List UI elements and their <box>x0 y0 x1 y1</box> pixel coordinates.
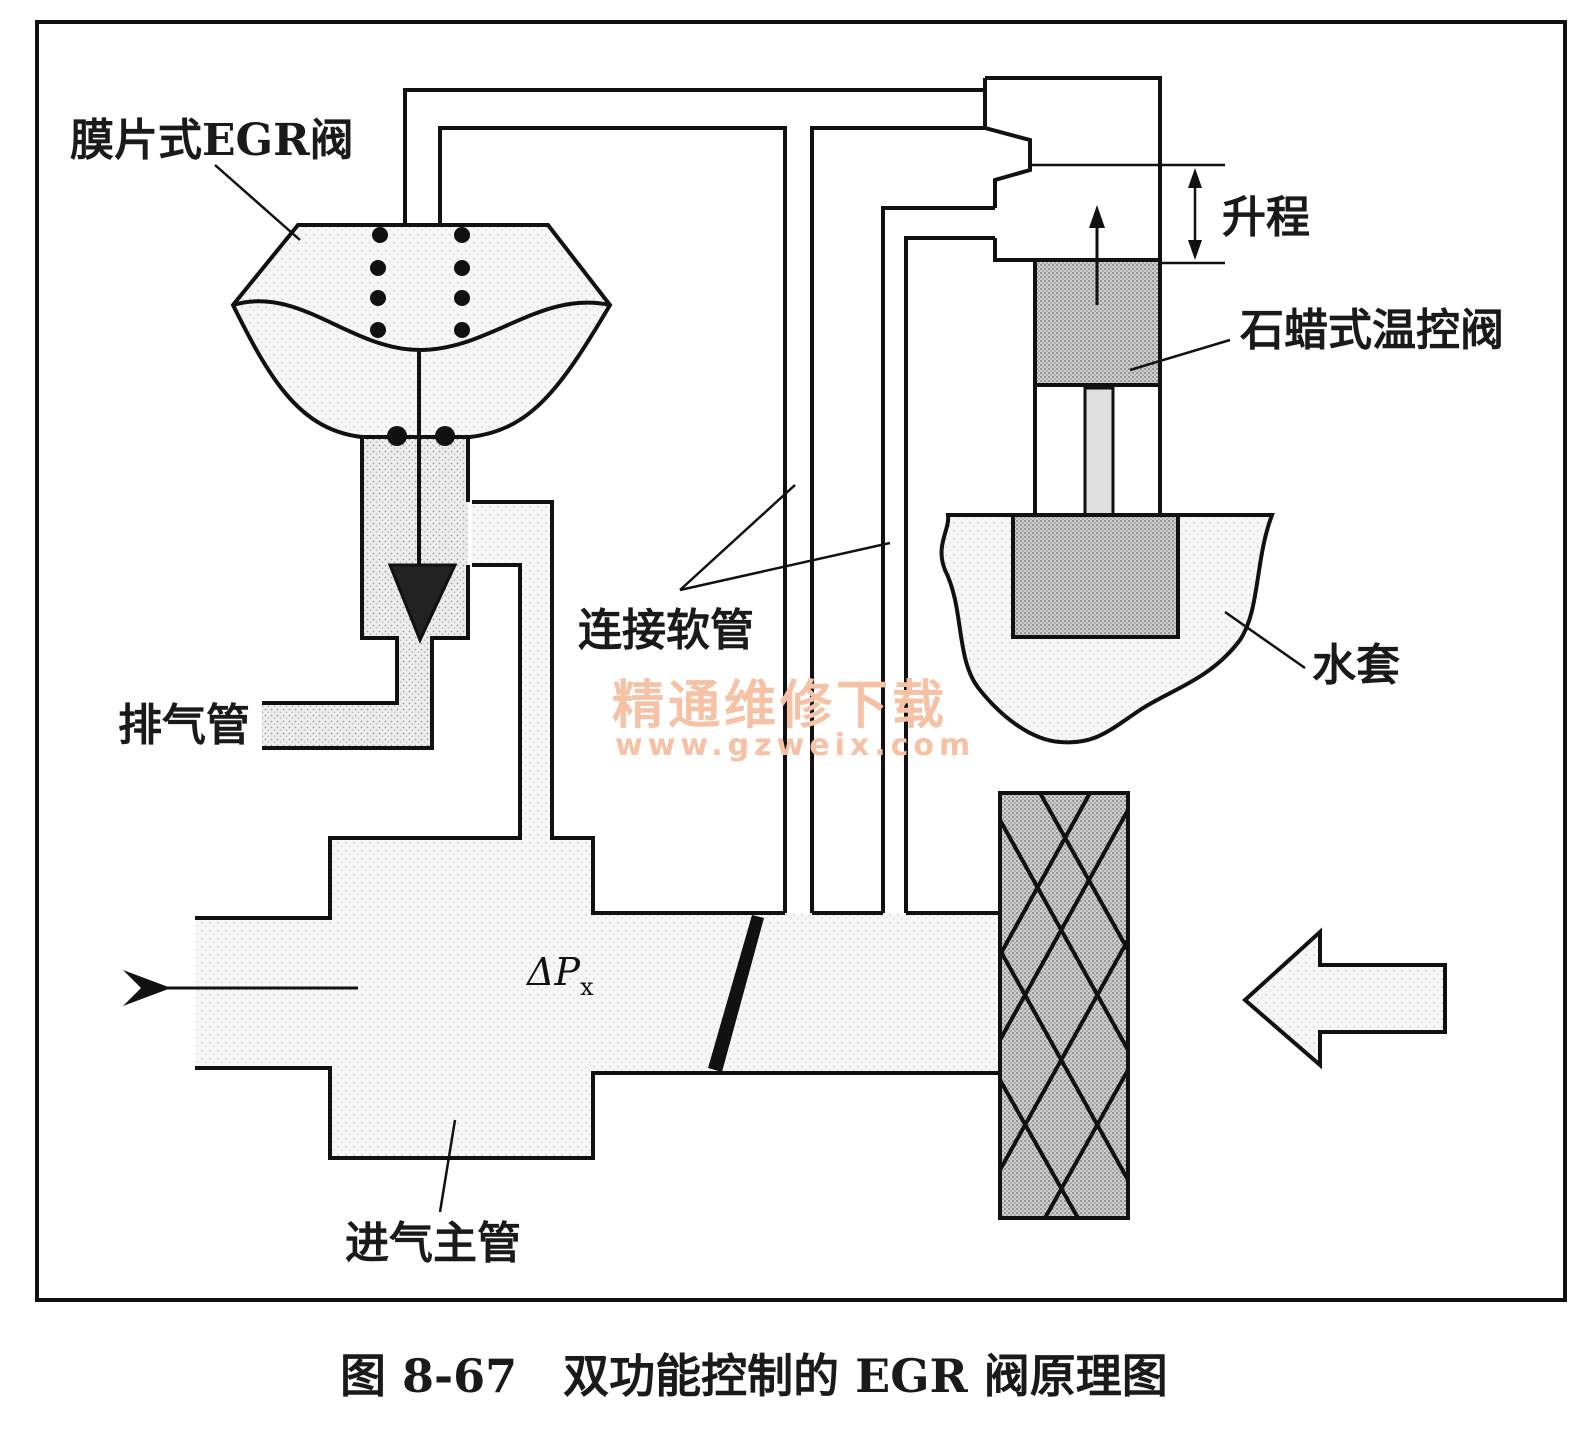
delta-p-sub: x <box>580 973 594 1001</box>
connecting-hose-1 <box>810 126 985 913</box>
label-wax-valve: 石蜡式温控阀 <box>1240 305 1504 356</box>
exhaust-pipe <box>262 437 468 748</box>
intake-manifold-lower-wall <box>195 1066 1000 1160</box>
wax-sensor-in-jacket <box>1011 513 1180 639</box>
leader-intake-manifold <box>438 1119 457 1213</box>
figure-caption: 图 8-67 双功能控制的 EGR 阀原理图 <box>340 1349 1168 1403</box>
label-egr-valve: 膜片式EGR阀 <box>70 115 354 166</box>
intake-manifold-upper-wall <box>195 563 522 920</box>
intake-airflow-arrow <box>1241 927 1447 1070</box>
watermark-title: 精通维修下载 <box>612 675 948 736</box>
intake-manifold-body <box>195 502 1000 1158</box>
leader-hose-2 <box>679 541 891 592</box>
exhaust-pipe-wall <box>262 437 399 705</box>
egr-valve-head <box>387 563 458 644</box>
leader-water-jacket <box>1224 610 1306 670</box>
label-exhaust-pipe: 排气管 <box>118 700 250 751</box>
lift-dim-arrow-bottom <box>1188 240 1202 260</box>
egr-spring <box>370 227 470 446</box>
egr-diaphragm-housing <box>230 223 613 439</box>
egr-diaphragm <box>232 299 611 353</box>
label-water-jacket: 水套 <box>1312 640 1400 691</box>
leader-wax-valve <box>1129 338 1231 372</box>
piston-rod <box>1083 386 1115 517</box>
leader-egr-valve <box>214 164 301 241</box>
egr-vacuum-port <box>403 88 985 225</box>
thermal-valve-body <box>983 76 1162 515</box>
connecting-hose-2 <box>904 236 995 913</box>
air-filter-hatch <box>998 792 1130 1219</box>
lift-dim-arrow-top <box>1188 168 1202 188</box>
exhaust-pipe-wall-right <box>262 437 470 750</box>
label-lift: 升程 <box>1222 192 1310 243</box>
intake-manifold-upper-wall-right <box>472 500 785 915</box>
throttle-plate <box>708 915 764 1072</box>
label-intake-manifold: 进气主管 <box>345 1218 521 1269</box>
label-delta-p: ΔPx <box>525 950 594 1001</box>
leader-hose-1 <box>679 484 796 591</box>
lift-arrow-head <box>1089 205 1105 228</box>
egr-vacuum-port-inner <box>438 126 787 913</box>
connecting-hose-1-inner <box>881 206 995 913</box>
delta-p-main: ΔP <box>525 950 581 994</box>
label-hose: 连接软管 <box>578 605 754 656</box>
watermark-url: www.gzweix.com <box>615 728 975 763</box>
